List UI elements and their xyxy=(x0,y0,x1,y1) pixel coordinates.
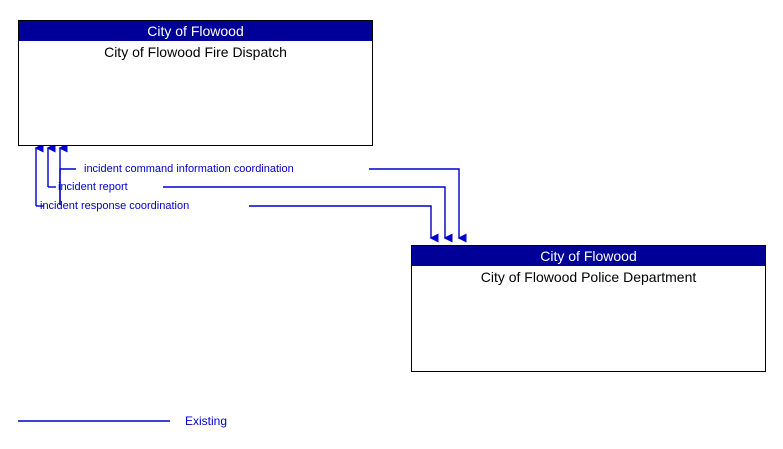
node-police-department-header: City of Flowood xyxy=(412,246,765,266)
legend-label-existing: Existing xyxy=(185,414,228,428)
node-fire-dispatch-label: City of Flowood Fire Dispatch xyxy=(104,44,287,60)
connector-incident-command-information-coordination xyxy=(58,143,467,243)
flow-label-incident-command-information-coordination: incident command information coordinatio… xyxy=(84,163,294,175)
node-police-department-label: City of Flowood Police Department xyxy=(480,269,697,285)
connector-incident-report xyxy=(46,143,453,243)
node-fire-dispatch-header: City of Flowood xyxy=(19,21,372,41)
node-fire-dispatch[interactable]: City of Flowood City of Flowood Fire Dis… xyxy=(18,20,373,146)
connector-incident-response-coordination xyxy=(34,143,439,243)
node-police-department[interactable]: City of Flowood City of Flowood Police D… xyxy=(411,245,766,372)
flow-label-incident-response-coordination: incident response coordination xyxy=(40,200,190,212)
flow-label-incident-report: incident report xyxy=(58,181,128,193)
